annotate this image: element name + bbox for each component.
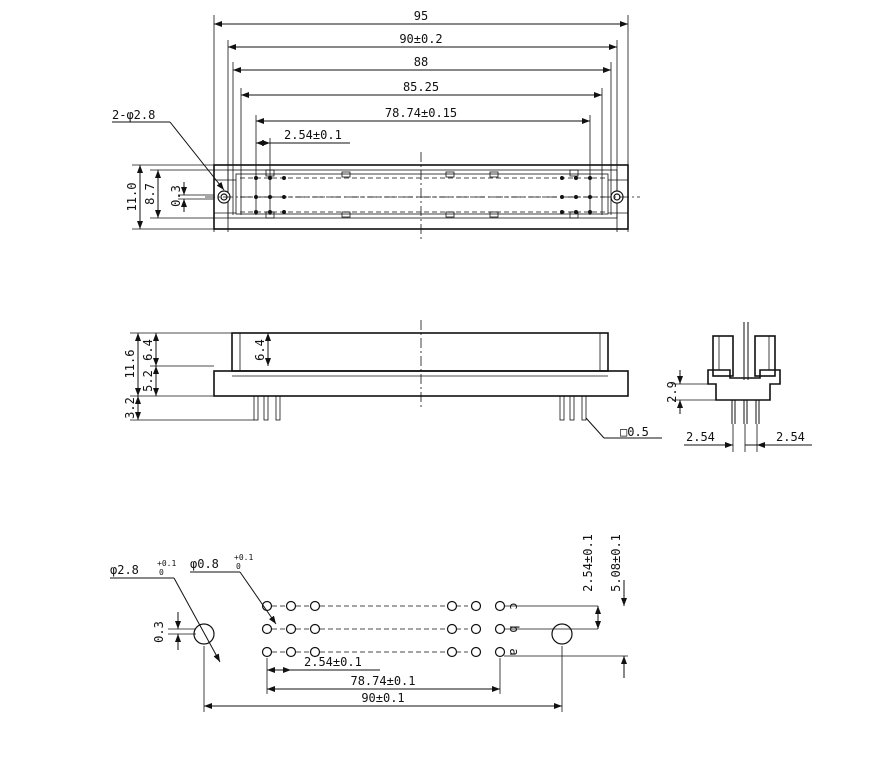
dim-8-7: 8.7 (143, 183, 157, 205)
dim-6-4-inner: 6.4 (253, 339, 267, 361)
row-label-c: c (507, 602, 521, 609)
row-label-a: a (507, 648, 521, 655)
footprint-view: c b a φ2.8 +0.1 0 φ0.8 +0.1 0 0.3 2.54±0… (110, 534, 628, 712)
pcb-dim-pitch: 2.54±0.1 (304, 655, 362, 669)
pcb-pin-hole-label: φ0.8 (190, 557, 219, 571)
end-view: 2.9 2.54 2.54 (665, 322, 812, 452)
pcb-dim-78-74: 78.74±0.1 (350, 674, 415, 688)
dim-78-74: 78.74±0.15 (385, 106, 457, 120)
dim-pitch: 2.54±0.1 (284, 128, 342, 142)
dim-90: 90±0.2 (399, 32, 442, 46)
pcb-dim-0-3: 0.3 (152, 621, 166, 643)
pcb-mount-hole-left (193, 623, 215, 645)
dim-0-3: 0.3 (169, 185, 183, 207)
pcb-mount-hole-label: φ2.8 (110, 563, 139, 577)
top-view: 95 90±0.2 88 85.25 78.74±0.15 2.54±0.1 2… (112, 9, 640, 240)
dim-11-0: 11.0 (125, 183, 139, 212)
side-pins (253, 395, 587, 421)
pcb-dim-5-08: 5.08±0.1 (609, 534, 623, 592)
dim-88: 88 (414, 55, 428, 69)
dim-95: 95 (414, 9, 428, 23)
pcb-mount-hole-right (551, 623, 573, 645)
dim-6-4: 6.4 (141, 339, 155, 361)
dim-2-9: 2.9 (665, 381, 679, 403)
dim-3-2: 3.2 (123, 397, 137, 419)
pcb-pin-holes (261, 600, 506, 658)
pcb-pin-hole-tol-lower: 0 (236, 562, 241, 571)
row-label-b: b (507, 625, 521, 632)
side-view: 11.6 6.4 5.2 3.2 6.4 □0.5 (123, 320, 662, 439)
dim-2-54-right: 2.54 (776, 430, 805, 444)
pcb-pin-hole-tol: +0.1 (234, 553, 253, 562)
pcb-mount-hole-tol: +0.1 (157, 559, 176, 568)
hole-label: 2-φ2.8 (112, 108, 155, 122)
dim-85-25: 85.25 (403, 80, 439, 94)
pcb-mount-hole-tol-lower: 0 (159, 568, 164, 577)
pin-size-label: □0.5 (620, 425, 649, 439)
pcb-dim-2-54: 2.54±0.1 (581, 534, 595, 592)
dim-5-2: 5.2 (141, 370, 155, 392)
dim-2-54-left: 2.54 (686, 430, 715, 444)
pcb-dim-90: 90±0.1 (361, 691, 404, 705)
dim-11-6: 11.6 (123, 350, 137, 379)
top-pin-grid (254, 169, 592, 219)
